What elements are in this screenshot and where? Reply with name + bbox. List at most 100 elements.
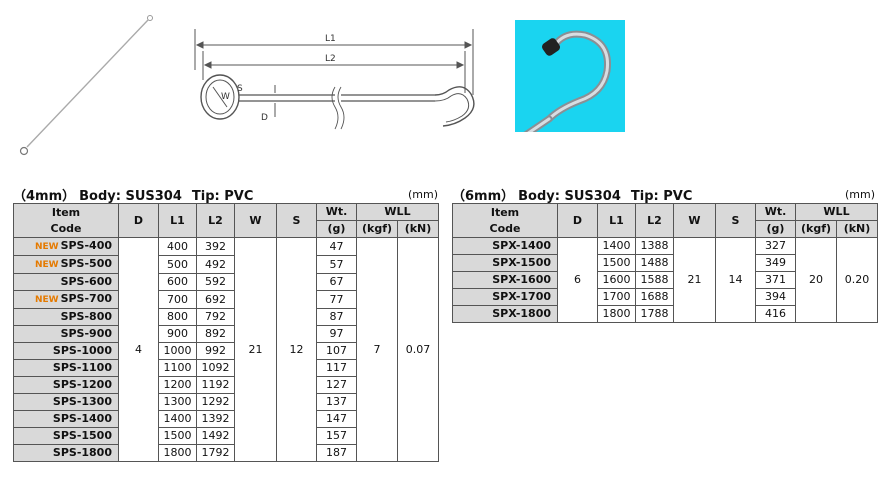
item-code-text: SPS-1800 [52, 446, 112, 459]
wt-value: 107 [316, 342, 357, 360]
l1-value: 1500 [597, 254, 636, 272]
header-d: D [557, 203, 598, 238]
item-code-cell: SPS-1000 [13, 342, 119, 360]
drawing-label-s: S [237, 84, 243, 94]
l1-value: 1100 [158, 359, 197, 377]
header-wll: WLL [356, 203, 439, 221]
l2-value: 1388 [635, 237, 674, 255]
header-wt-unit: (g) [755, 220, 796, 238]
wt-value: 157 [316, 427, 357, 445]
item-code-cell: SPX-1700 [452, 288, 558, 306]
wt-value: 77 [316, 290, 357, 309]
item-code-text: SPS-600 [60, 275, 112, 288]
l2-value: 1492 [196, 427, 235, 445]
wt-value: 187 [316, 444, 357, 462]
header-wll: WLL [795, 203, 878, 221]
wt-value: 394 [755, 288, 796, 306]
item-code-text: SPS-1400 [52, 412, 112, 425]
item-code-cell: SPS-1100 [13, 359, 119, 377]
wll-kn-value: 0.07 [397, 237, 439, 462]
l2-value: 1788 [635, 305, 674, 323]
l1-value: 1800 [158, 444, 197, 462]
header-l1: L1 [158, 203, 197, 238]
wt-value: 416 [755, 305, 796, 323]
header-wt: Wt. [316, 203, 357, 221]
header-kgf: (kgf) [356, 220, 398, 238]
product-sketch-image [19, 15, 153, 156]
l1-value: 800 [158, 308, 197, 326]
header-kn: (kN) [836, 220, 878, 238]
wt-value: 137 [316, 393, 357, 411]
header-d: D [118, 203, 159, 238]
l2-value: 692 [196, 290, 235, 309]
item-code-text: SPS-400 [60, 239, 112, 252]
header-l1: L1 [597, 203, 636, 238]
left-table-unit: (mm) [408, 188, 439, 201]
l2-value: 1392 [196, 410, 235, 428]
header-wt: Wt. [755, 203, 796, 221]
wll-kn-value: 0.20 [836, 237, 878, 323]
l1-value: 1400 [158, 410, 197, 428]
s-value: 14 [715, 237, 756, 323]
header-w: W [673, 203, 716, 238]
header-w: W [234, 203, 277, 238]
l2-value: 392 [196, 237, 235, 256]
item-code-text: SPS-500 [60, 257, 112, 270]
wt-value: 47 [316, 237, 357, 256]
drawing-label-l2: L2 [325, 54, 336, 64]
item-code-text: SPS-1200 [52, 378, 112, 391]
l1-value: 1400 [597, 237, 636, 255]
wt-value: 87 [316, 308, 357, 326]
wt-value: 371 [755, 271, 796, 289]
wt-value: 127 [316, 376, 357, 394]
l2-value: 1792 [196, 444, 235, 462]
new-badge: NEW [34, 242, 59, 252]
l1-value: 600 [158, 273, 197, 291]
l1-value: 900 [158, 325, 197, 343]
l1-value: 1000 [158, 342, 197, 360]
l1-value: 1200 [158, 376, 197, 394]
wt-value: 327 [755, 237, 796, 255]
item-code-cell: SPS-800 [13, 308, 119, 326]
item-code-cell: SPS-1400 [13, 410, 119, 428]
wt-value: 349 [755, 254, 796, 272]
item-code-text: SPX-1600 [492, 273, 551, 286]
item-code-cell: SPX-1500 [452, 254, 558, 272]
l2-value: 1588 [635, 271, 674, 289]
dimension-drawing: L1 L2 W S D [194, 29, 475, 130]
item-code-text: SPS-700 [60, 292, 112, 305]
drawing-label-d: D [261, 113, 268, 123]
l1-value: 1300 [158, 393, 197, 411]
l2-value: 592 [196, 273, 235, 291]
new-badge: NEW [34, 295, 59, 305]
l2-value: 1488 [635, 254, 674, 272]
item-code-cell: SPS-1300 [13, 393, 119, 411]
wll-kgf-value: 7 [356, 237, 398, 462]
drawing-label-w: W [221, 92, 230, 102]
l1-value: 500 [158, 255, 197, 274]
item-code-text: SPS-1100 [52, 361, 112, 374]
l2-value: 1292 [196, 393, 235, 411]
header-s: S [276, 203, 317, 238]
wt-value: 97 [316, 325, 357, 343]
d-value: 6 [557, 237, 598, 323]
l2-value: 992 [196, 342, 235, 360]
item-code-cell: SPS-1200 [13, 376, 119, 394]
item-code-text: SPX-1700 [492, 290, 551, 303]
l2-value: 492 [196, 255, 235, 274]
header-s: S [715, 203, 756, 238]
